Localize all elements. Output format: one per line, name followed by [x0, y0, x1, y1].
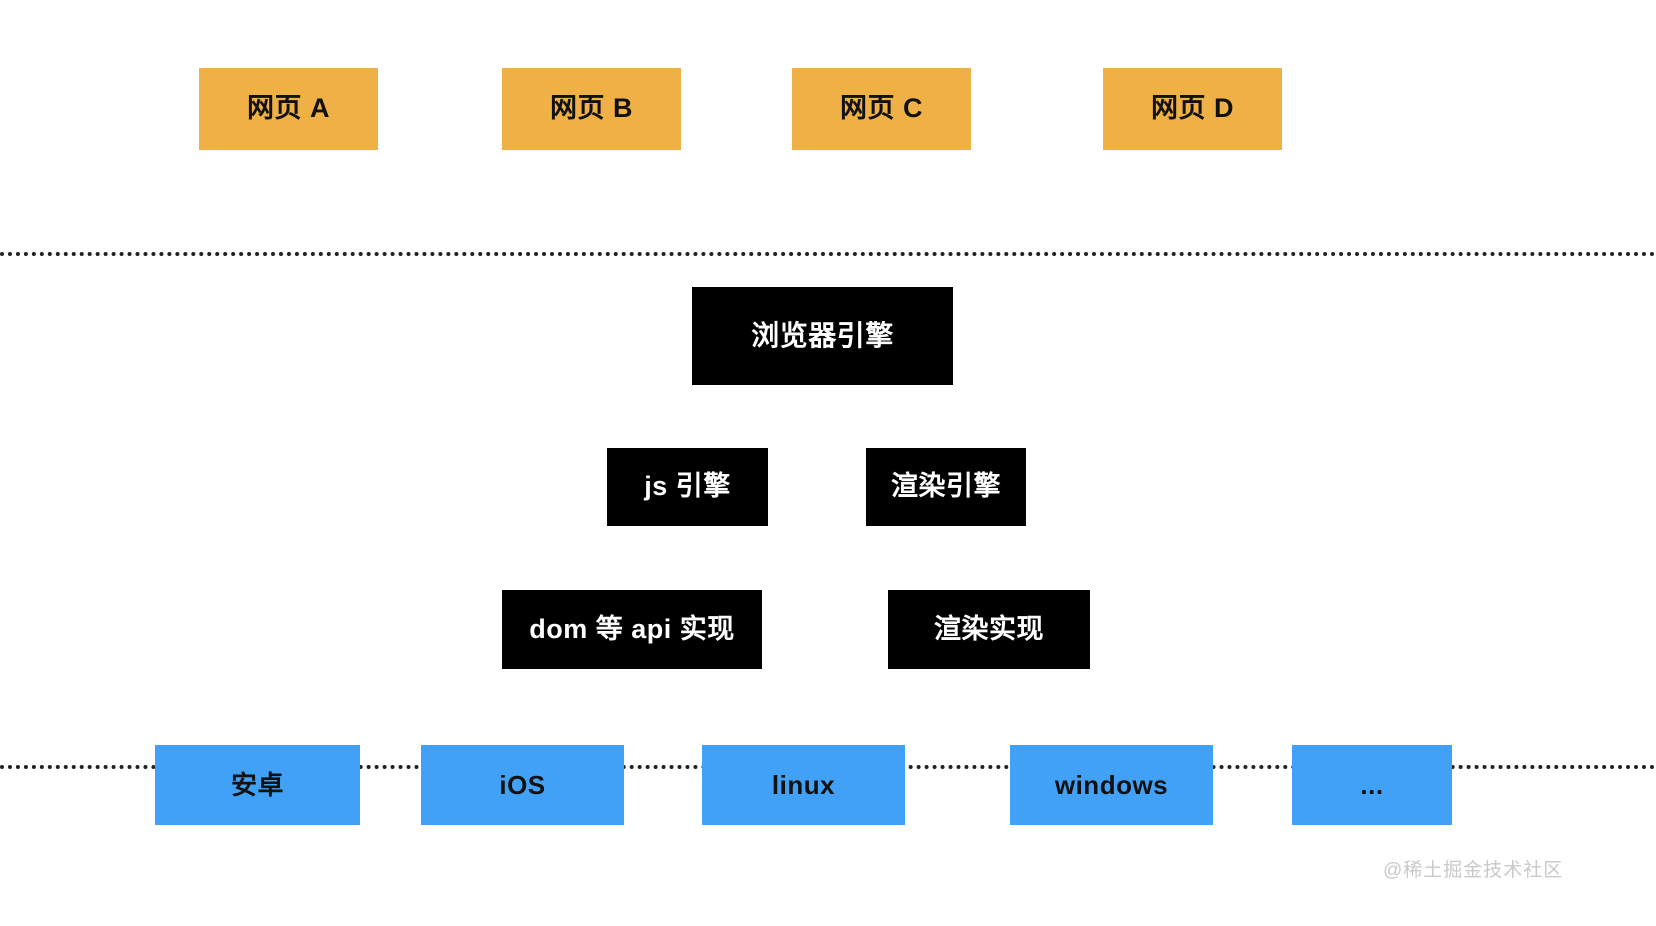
watermark: @稀土掘金技术社区: [1383, 860, 1564, 881]
web-page-label-a: 网页 A: [247, 93, 330, 124]
render-engine-label: 渲染引擎: [891, 471, 1001, 502]
render-engine-box: 渲染引擎: [866, 448, 1026, 526]
os-label-linux: linux: [771, 769, 836, 800]
web-page-box-a: 网页 A: [199, 68, 378, 150]
web-page-box-b: 网页 B: [502, 68, 681, 150]
browser-engine-label: 浏览器引擎: [751, 319, 894, 351]
dom-api-impl-label: dom 等 api 实现: [529, 613, 735, 644]
os-box-ios: iOS: [421, 745, 624, 825]
divider-top: [0, 252, 1656, 256]
web-page-label-b: 网页 B: [550, 93, 633, 124]
os-box-windows: windows: [1010, 745, 1213, 825]
os-box-android: 安卓: [155, 745, 360, 825]
os-label-windows: windows: [1054, 769, 1169, 800]
os-label-android: 安卓: [230, 769, 284, 800]
os-label-ios: iOS: [499, 769, 546, 800]
browser-engine-box: 浏览器引擎: [692, 287, 953, 385]
os-box-more: ...: [1292, 745, 1452, 825]
web-page-label-d: 网页 D: [1151, 93, 1234, 124]
os-label-more: ...: [1360, 769, 1384, 800]
web-page-box-d: 网页 D: [1103, 68, 1282, 150]
render-impl-box: 渲染实现: [888, 590, 1090, 669]
web-page-box-c: 网页 C: [792, 68, 971, 150]
os-box-linux: linux: [702, 745, 905, 825]
dom-api-impl-box: dom 等 api 实现: [502, 590, 762, 669]
js-engine-label: js 引擎: [644, 471, 731, 502]
js-engine-box: js 引擎: [607, 448, 768, 526]
web-page-label-c: 网页 C: [840, 93, 923, 124]
render-impl-label: 渲染实现: [934, 613, 1044, 644]
